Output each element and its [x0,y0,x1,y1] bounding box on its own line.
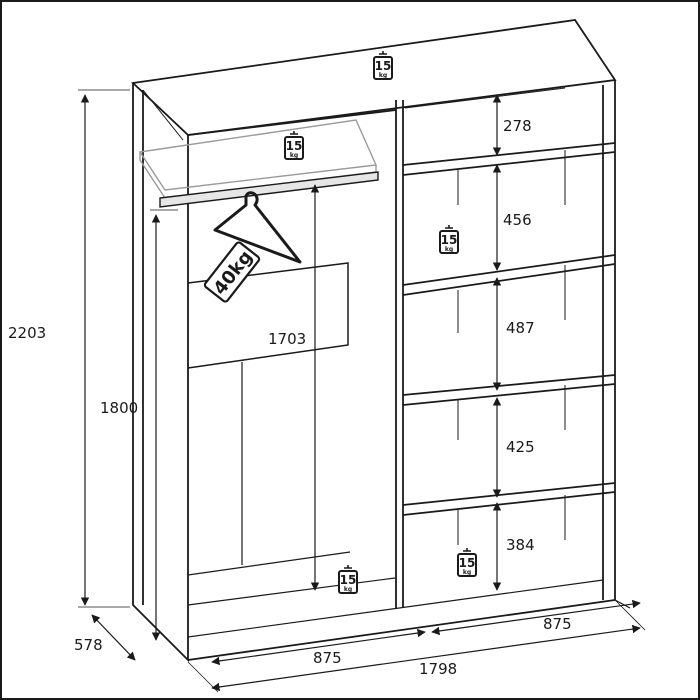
svg-text:kg: kg [344,586,352,593]
svg-text:15: 15 [441,233,458,247]
svg-text:kg: kg [445,246,453,253]
dimension-labels: 2203 1800 1703 278 456 487 425 384 578 8… [8,117,572,678]
dim-shelf-1: 278 [503,117,532,135]
svg-text:kg: kg [379,72,387,79]
cabinet-body [131,19,631,663]
dim-shelf-2: 456 [503,211,532,229]
svg-text:15: 15 [459,556,476,570]
svg-text:15: 15 [375,59,392,73]
dim-right-width: 875 [543,615,572,633]
dim-shelf-5: 384 [506,536,535,554]
rail-load-tag: 40kg [203,241,261,303]
dim-shelf-3: 487 [506,319,535,337]
weight-icon: 15 kg [439,224,459,254]
drawer-panel [187,262,349,565]
dimension-lines [78,89,646,693]
dim-depth: 578 [74,636,103,654]
weight-icon: 15 kg [373,50,393,80]
dim-hanging-height: 1703 [268,330,306,348]
dim-shelf-4: 425 [506,438,535,456]
svg-text:15: 15 [340,573,357,587]
dim-inner-height: 1800 [100,399,138,417]
hanging-rail [159,171,379,208]
weight-icon: 15 kg [457,547,477,577]
dim-left-width: 875 [313,649,342,667]
svg-text:kg: kg [463,569,471,576]
dim-total-height: 2203 [8,324,46,342]
right-shelves [402,87,616,545]
dim-total-width: 1798 [419,660,457,678]
svg-text:kg: kg [290,152,298,159]
hanger-icon [213,191,302,264]
weight-icon: 15 kg [284,130,304,160]
svg-text:15: 15 [286,139,303,153]
weight-icon: 15 kg [338,564,358,594]
